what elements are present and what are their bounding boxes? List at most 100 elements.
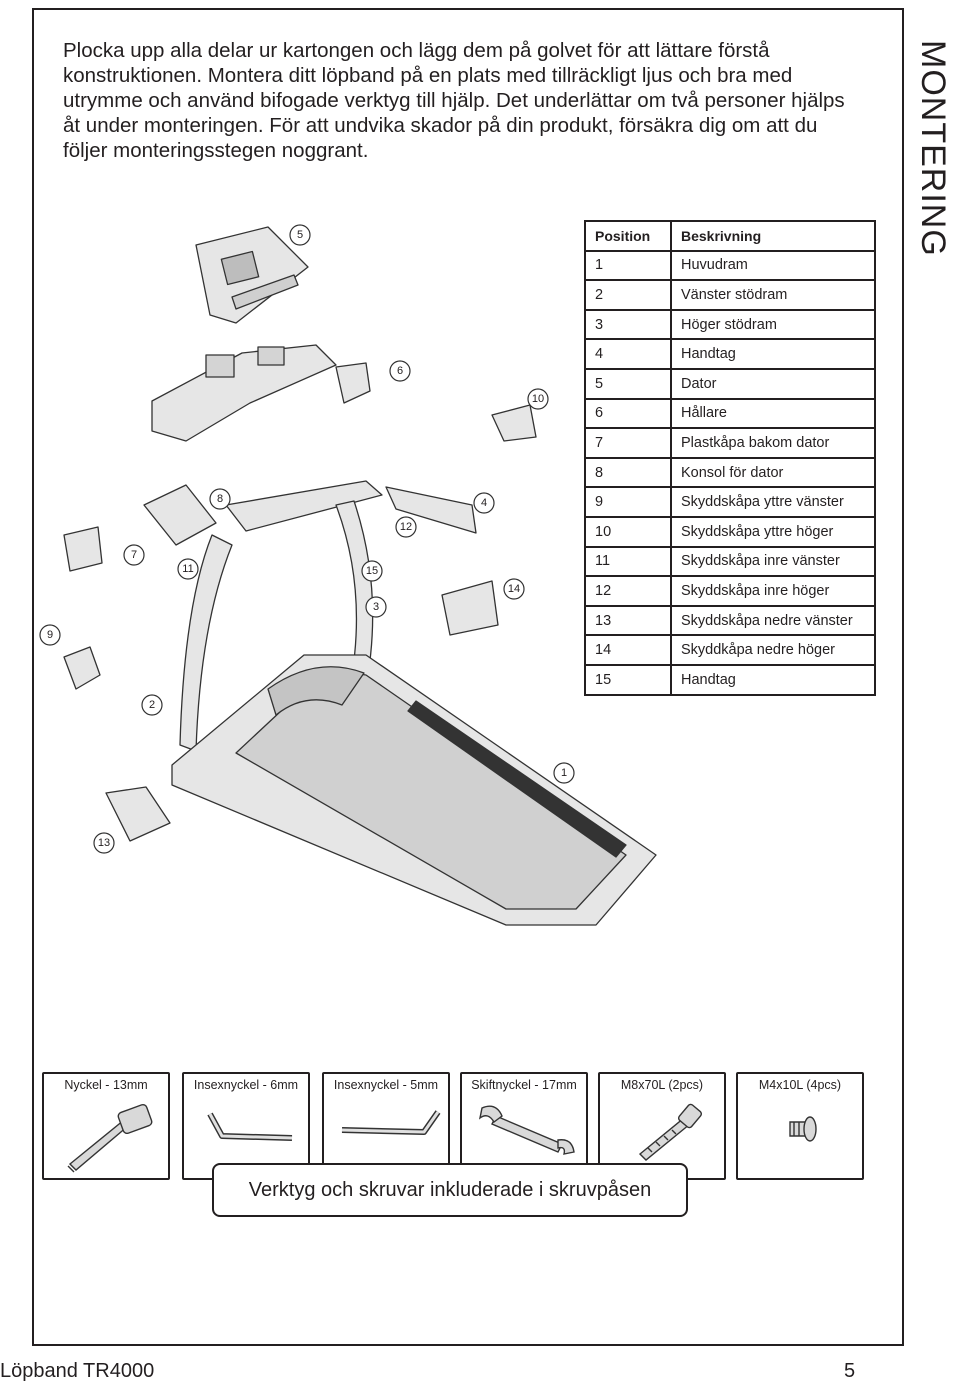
part-position: 8: [584, 456, 672, 489]
tool-label: Insexnyckel - 5mm: [333, 1078, 439, 1092]
intro-paragraph: Plocka upp alla delar ur kartongen och l…: [63, 39, 845, 162]
part-position: 13: [584, 604, 672, 637]
callout-9-marker: [39, 624, 61, 646]
callout-label: 2: [149, 699, 155, 711]
tool-label: M8x70L (2pcs): [620, 1078, 704, 1092]
part-description: Hållare: [670, 397, 876, 430]
callout-label: 9: [47, 629, 53, 641]
tool-box-socket-wrench: Nyckel - 13mm: [42, 1072, 170, 1180]
callout-8-marker: [209, 488, 231, 510]
hex-key-icon: [207, 1112, 293, 1141]
section-title: MONTERING: [914, 40, 952, 257]
callout-label: 12: [400, 521, 412, 533]
part-position: 1: [584, 249, 672, 282]
short-screw-icon: [789, 1116, 817, 1142]
callout-label: 4: [481, 497, 487, 509]
callout-label: 11: [182, 563, 193, 575]
tools-included-banner: Verktyg och skruvar inkluderade i skruvp…: [212, 1163, 688, 1217]
part-position: 3: [584, 308, 672, 341]
callout-11-marker: [177, 558, 199, 580]
callout-label: 8: [217, 493, 223, 505]
socket-wrench-icon: [67, 1103, 153, 1173]
part-position: 14: [584, 634, 672, 666]
tool-label: Insexnyckel - 6mm: [193, 1078, 299, 1092]
callout-2-marker: [141, 694, 163, 716]
callout-6-marker: [389, 360, 411, 382]
callout-13-marker: [93, 832, 115, 854]
parts-table-header: Position Beskrivning: [584, 220, 876, 252]
long-bolt-icon: [638, 1103, 703, 1161]
callout-label: 7: [131, 549, 137, 561]
part-position: 6: [584, 397, 672, 430]
callout-15-marker: [361, 560, 383, 582]
part-description: Skyddskåpa yttre höger: [670, 515, 876, 548]
header-position: Position: [584, 220, 672, 252]
callout-label: 13: [98, 837, 110, 849]
callout-1-marker: [553, 762, 575, 784]
page-frame: [32, 8, 904, 1346]
part-description: Handtag: [670, 338, 876, 370]
callout-5-marker: [289, 224, 311, 246]
part-description: Plastkåpa bakom dator: [670, 427, 876, 459]
part-description: Skyddkåpa nedre höger: [670, 634, 876, 666]
part-position: 9: [584, 486, 672, 518]
header-description: Beskrivning: [670, 220, 876, 252]
callout-10-marker: [527, 388, 549, 410]
callout-3-marker: [365, 596, 387, 618]
part-position: 2: [584, 279, 672, 311]
part-description: Huvudram: [670, 249, 876, 282]
part-description: Handtag: [670, 663, 876, 696]
callout-label: 1: [561, 767, 567, 779]
callout-label: 3: [373, 601, 379, 613]
open-wrench-icon: [478, 1105, 575, 1155]
page-number: 5: [844, 1360, 856, 1382]
part-description: Skyddskåpa yttre vänster: [670, 486, 876, 518]
tool-box-short-screw: M4x10L (4pcs): [736, 1072, 864, 1180]
part-description: Höger stödram: [670, 308, 876, 341]
callout-7-marker: [123, 544, 145, 566]
callout-label: 10: [532, 393, 544, 405]
treadmill-exploded-diagram: 5 6 10 8 4 12 7 11 15 14 3 9 2 1 13: [39, 224, 657, 926]
callout-label: 5: [297, 229, 303, 241]
part-description: Skyddskåpa nedre vänster: [670, 604, 876, 637]
part-description: Konsol för dator: [670, 456, 876, 489]
part-position: 10: [584, 515, 672, 548]
footer-product-name: Löpband TR4000: [0, 1360, 155, 1382]
part-description: Vänster stödram: [670, 279, 876, 311]
part-position: 12: [584, 575, 672, 607]
part-position: 5: [584, 367, 672, 400]
callout-14-marker: [503, 578, 525, 600]
callout-4-marker: [473, 492, 495, 514]
hex-key-icon: [341, 1110, 441, 1135]
tool-label: M4x10L (4pcs): [758, 1078, 842, 1092]
part-position: 4: [584, 338, 672, 370]
callout-label: 6: [397, 365, 403, 377]
callout-label: 14: [508, 583, 520, 595]
tool-label: Nyckel - 13mm: [64, 1078, 148, 1092]
callout-label: 15: [366, 565, 378, 577]
part-description: Skyddskåpa inre höger: [670, 575, 876, 607]
callout-12-marker: [395, 516, 417, 538]
part-position: 7: [584, 427, 672, 459]
part-description: Dator: [670, 367, 876, 400]
part-position: 15: [584, 663, 672, 696]
part-position: 11: [584, 545, 672, 578]
tool-label: Skiftnyckel - 17mm: [471, 1078, 577, 1092]
part-description: Skyddskåpa inre vänster: [670, 545, 876, 578]
tool-box-open-wrench: Skiftnyckel - 17mm: [460, 1072, 588, 1180]
